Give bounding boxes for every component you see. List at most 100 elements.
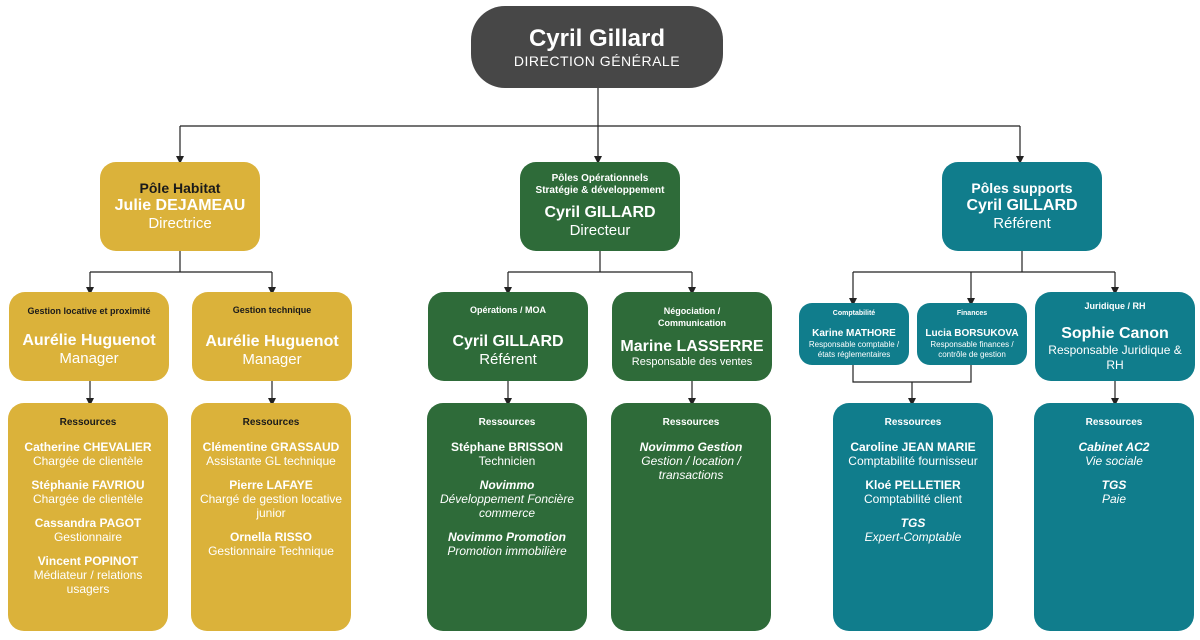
- juridique-role: Responsable Juridique & RH: [1048, 343, 1182, 372]
- juridique-box: Juridique / RH Sophie Canon Responsable …: [1035, 292, 1195, 381]
- finances-name: Lucia BORSUKOVA: [925, 327, 1019, 339]
- juridique-name: Sophie Canon: [1061, 325, 1169, 342]
- comptabilite-dept: Comptabilité: [832, 309, 876, 317]
- comptabilite-name: Karine MATHORE: [812, 327, 896, 339]
- pole-habitat-box: Pôle Habitat Julie DEJAMEAU Directrice: [100, 162, 260, 251]
- resource-name: TGS: [900, 516, 926, 530]
- resource-role: Gestionnaire: [53, 530, 123, 544]
- resource-name: Caroline JEAN MARIE: [850, 440, 976, 454]
- pole-ops-title-2: Stratégie & développement: [535, 185, 665, 196]
- finances-role: Responsable finances / contrôle de gesti…: [930, 339, 1014, 359]
- operations-moa-box: Opérations / MOA Cyril GILLARD Référent: [428, 292, 588, 381]
- pole-habitat-role: Directrice: [148, 215, 212, 232]
- resource-name: Ornella RISSO: [229, 530, 313, 544]
- resource-name: Stéphanie FAVRIOU: [31, 478, 145, 492]
- resource-role: Médiateur / relations usagers: [33, 568, 143, 596]
- ressources-title: Ressources: [884, 417, 942, 428]
- resource-name: Cassandra PAGOT: [34, 516, 142, 530]
- resource-name: Novimmo Promotion: [447, 530, 566, 544]
- resource-name: Pierre LAFAYE: [229, 478, 313, 492]
- resource-name: Vincent POPINOT: [37, 554, 139, 568]
- resource-role: Technicien: [478, 454, 536, 468]
- top-name: Cyril Gillard: [528, 25, 666, 52]
- resource-role: Chargée de clientèle: [32, 492, 144, 506]
- resource-name: Stéphane BRISSON: [450, 440, 564, 454]
- gestion-locative-dept: Gestion locative et proximité: [27, 306, 151, 316]
- operations-moa-dept: Opérations / MOA: [469, 305, 546, 315]
- ressources-title: Ressources: [59, 417, 117, 428]
- top-title: DIRECTION GÉNÉRALE: [513, 53, 681, 69]
- resource-role: Promotion immobilière: [447, 544, 567, 558]
- resource-role: Assistante GL technique: [206, 454, 336, 468]
- resource-role: Expert-Comptable: [864, 530, 962, 544]
- gestion-technique-role: Manager: [242, 351, 302, 368]
- resource-role: Gestionnaire Technique: [208, 544, 334, 558]
- comptabilite-role: Responsable comptable / états réglementa…: [808, 339, 900, 359]
- pole-supports-title: Pôles supports: [971, 180, 1073, 196]
- negociation-role: Responsable des ventes: [631, 356, 753, 368]
- juridique-dept: Juridique / RH: [1084, 301, 1146, 311]
- negociation-dept: Négociation / Communication: [657, 306, 726, 328]
- gestion-locative-name: Aurélie Huguenot: [22, 332, 156, 349]
- resource-name: Novimmo: [479, 478, 535, 492]
- resource-name: Kloé PELLETIER: [865, 478, 961, 492]
- negociation-name: Marine LASSERRE: [620, 338, 764, 355]
- finances-dept: Finances: [956, 309, 988, 317]
- comptabilite-box: Comptabilité Karine MATHORE Responsable …: [799, 303, 909, 365]
- ressources-title: Ressources: [478, 417, 536, 428]
- pole-ops-name: Cyril GILLARD: [544, 204, 656, 221]
- pole-operationnels-box: Pôles Opérationnels Stratégie & développ…: [520, 162, 680, 251]
- gestion-locative-box: Gestion locative et proximité Aurélie Hu…: [9, 292, 169, 381]
- ressources-title: Ressources: [662, 417, 720, 428]
- resource-role: Chargée de clientèle: [32, 454, 144, 468]
- resource-role: Comptabilité fournisseur: [848, 454, 978, 468]
- resource-role: Développement Foncière commerce: [439, 492, 575, 520]
- pole-ops-title-1: Pôles Opérationnels: [551, 173, 649, 184]
- resource-role: Gestion / location / transactions: [641, 454, 741, 482]
- pole-habitat-title: Pôle Habitat: [139, 180, 221, 196]
- resource-name: Clémentine GRASSAUD: [202, 440, 340, 454]
- resource-name: Novimmo Gestion: [639, 440, 743, 454]
- resource-name: TGS: [1101, 478, 1127, 492]
- pole-supports-name: Cyril GILLARD: [966, 197, 1078, 214]
- gestion-technique-box: Gestion technique Aurélie Huguenot Manag…: [192, 292, 352, 381]
- resource-role: Chargé de gestion locative junior: [199, 492, 343, 520]
- ressources-title: Ressources: [242, 417, 300, 428]
- pole-ops-role: Directeur: [569, 222, 631, 239]
- finances-box: Finances Lucia BORSUKOVA Responsable fin…: [917, 303, 1027, 365]
- pole-supports-box: Pôles supports Cyril GILLARD Référent: [942, 162, 1102, 251]
- negociation-box: Négociation / Communication Marine LASSE…: [612, 292, 772, 381]
- gestion-technique-name: Aurélie Huguenot: [205, 333, 339, 350]
- gestion-locative-role: Manager: [59, 350, 119, 367]
- resource-role: Comptabilité client: [863, 492, 963, 506]
- resource-role: Vie sociale: [1085, 454, 1143, 468]
- pole-supports-role: Référent: [993, 215, 1051, 232]
- operations-moa-role: Référent: [479, 351, 537, 368]
- gestion-technique-dept: Gestion technique: [232, 305, 312, 315]
- resource-role: Paie: [1101, 492, 1127, 506]
- resource-name: Catherine CHEVALIER: [24, 440, 152, 454]
- operations-moa-name: Cyril GILLARD: [452, 333, 564, 350]
- pole-habitat-name: Julie DEJAMEAU: [114, 197, 246, 214]
